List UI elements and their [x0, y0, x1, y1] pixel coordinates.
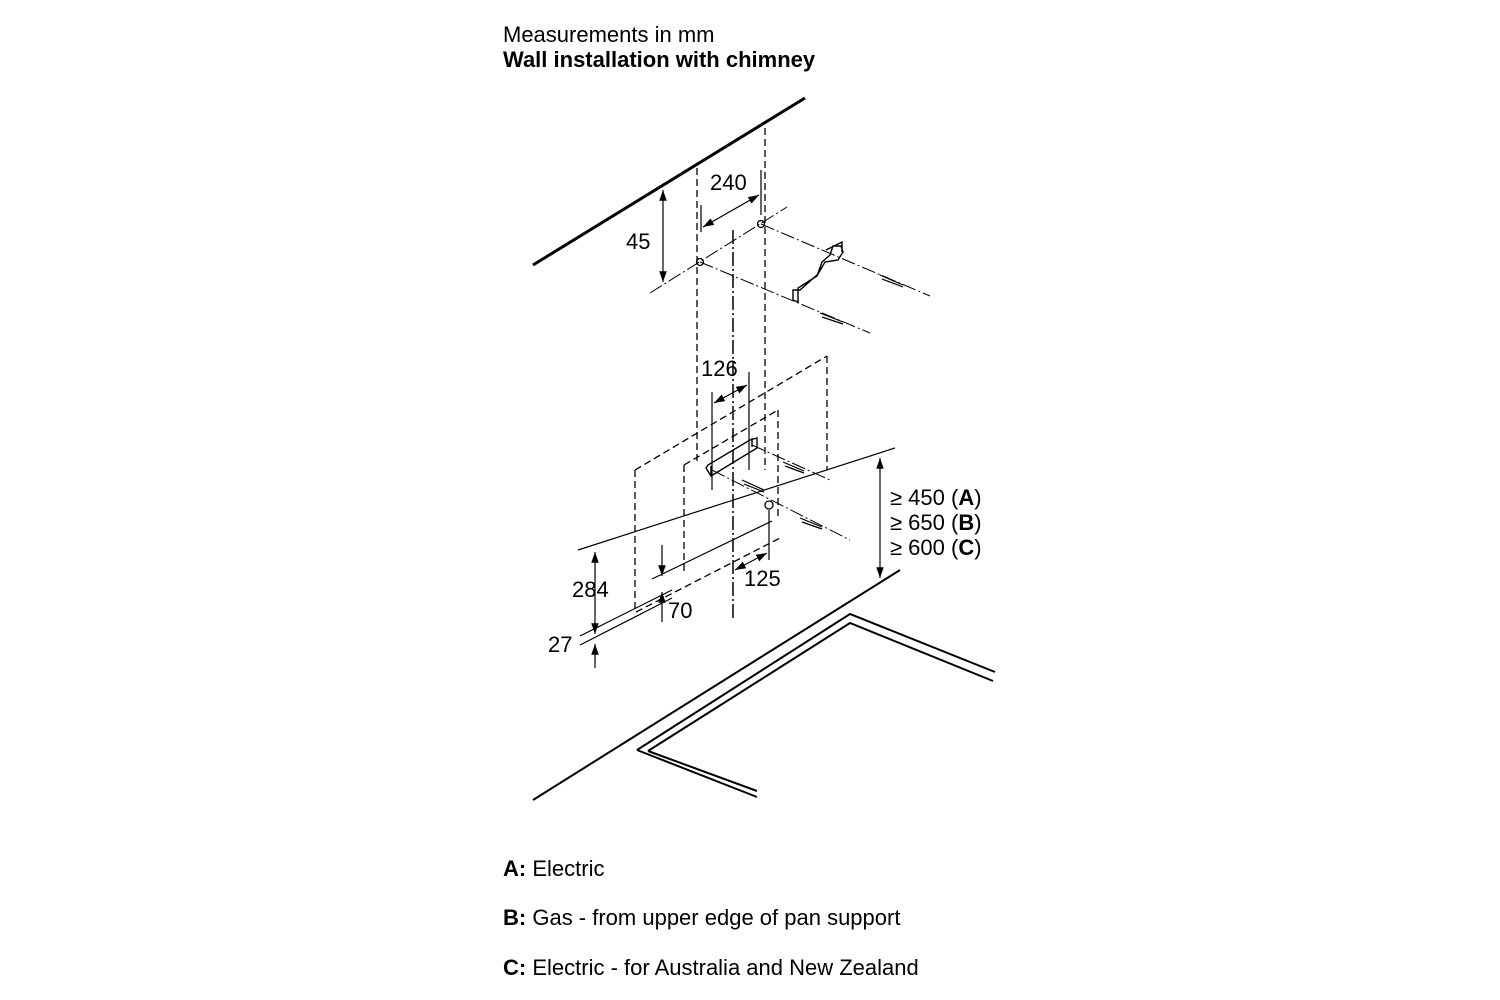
min-distance-a-key: A — [958, 485, 975, 510]
paren: ) — [974, 535, 982, 560]
legend-key: B: — [503, 905, 527, 930]
diagram-title: Wall installation with chimney — [503, 47, 816, 72]
legend-item-c: C: Electric - for Australia and New Zeal… — [503, 955, 919, 981]
legend-text: Electric - for Australia and New Zealand — [532, 955, 919, 980]
measurement-unit-note: Measurements in mm — [503, 22, 715, 47]
legend-text: Gas - from upper edge of pan support — [532, 905, 901, 930]
min-distance-b-value: ≥ 650 ( — [890, 510, 959, 535]
legend-text: Electric — [532, 856, 605, 881]
drill-hole-icon — [695, 257, 705, 267]
dimension-125-label: 125 — [744, 566, 781, 591]
min-distance-c: ≥ 600 (C) — [890, 535, 982, 561]
legend-key: C: — [503, 955, 527, 980]
drill-hole-icon — [764, 500, 774, 510]
min-distance-c-key: C — [958, 535, 975, 560]
min-distance-a-value: ≥ 450 ( — [890, 485, 959, 510]
min-distance-b: ≥ 650 (B) — [890, 510, 982, 536]
worktop-edge — [532, 569, 901, 801]
dimension-126-label: 126 — [701, 356, 738, 381]
chimney-bracket-icon — [792, 240, 844, 304]
dimension-284-label: 284 — [572, 577, 609, 602]
min-distance-a: ≥ 450 (A) — [890, 485, 982, 511]
paren: ) — [974, 510, 982, 535]
hood-bracket-icon — [705, 437, 758, 477]
dimension-240 — [700, 170, 762, 232]
dimension-45-label: 45 — [626, 229, 651, 254]
min-distance-b-key: B — [958, 510, 975, 535]
legend-item-a: A: Electric — [503, 856, 604, 882]
legend-item-b: B: Gas - from upper edge of pan support — [503, 905, 900, 931]
hob-icon — [636, 612, 996, 798]
min-distance-c-value: ≥ 600 ( — [890, 535, 959, 560]
ceiling-line — [532, 96, 806, 267]
dimension-125 — [734, 510, 770, 571]
dimension-70-label: 70 — [668, 598, 693, 623]
paren: ) — [974, 485, 982, 510]
dimension-27-label: 27 — [548, 632, 573, 657]
hole-axes — [649, 206, 931, 541]
legend-key: A: — [503, 856, 527, 881]
dimension-126 — [711, 372, 750, 490]
dimension-240-label: 240 — [710, 170, 747, 195]
